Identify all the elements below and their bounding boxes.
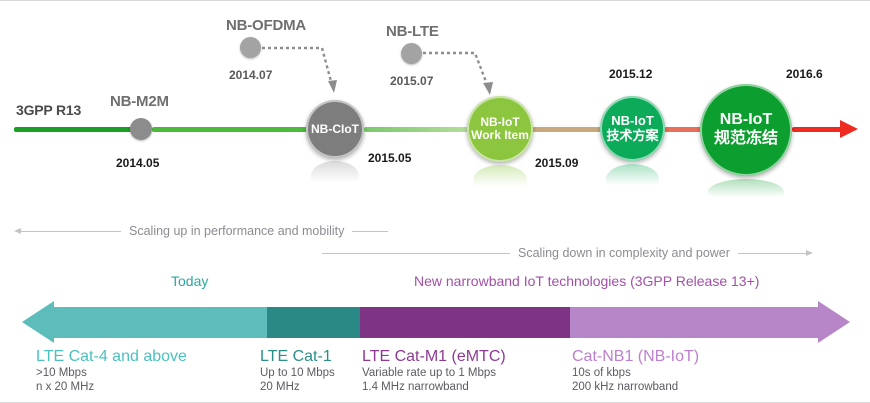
connector-ofdma-to-nbciot-icon: [262, 46, 337, 93]
scaling-up-line-right: [352, 230, 389, 232]
node-label-nb-lte: NB-LTE: [386, 23, 439, 40]
scaling-up-row: Scaling up in performance and mobility: [14, 224, 394, 238]
node-nb-iot-work-item[interactable]: NB-IoT Work Item: [467, 96, 533, 162]
node-spec-frozen-line2: 规范冻结: [713, 130, 778, 147]
timeline-arrowhead-icon: [840, 120, 858, 138]
category-lte-cat4-sub2: n x 20 MHz: [36, 381, 95, 393]
node-label-nb-m2m: NB-M2M: [110, 93, 169, 110]
node-date-nb-lte: 2015.07: [390, 74, 434, 88]
category-lte-cat4-sub1: >10 Mbps: [36, 367, 87, 379]
category-details: LTE Cat-4 and above >10 Mbps n x 20 MHz …: [0, 345, 870, 403]
timeline-line-segment-1: [14, 127, 134, 132]
category-lte-cat4: LTE Cat-4 and above >10 Mbps n x 20 MHz: [36, 347, 187, 394]
node-nb-iot-work-item-line1: NB-IoT: [480, 115, 520, 130]
scaling-up-label: Scaling up in performance and mobility: [129, 224, 345, 238]
category-lte-cat1-title: LTE Cat-1: [260, 348, 332, 365]
node-nb-iot-tech-scheme[interactable]: NB-IoT 技术方案: [600, 96, 665, 161]
scaling-up-arrow-icon: [14, 228, 21, 234]
category-cat-nb1-sub1: 10s of kbps: [572, 367, 631, 379]
header-today: Today: [171, 273, 209, 289]
timeline-line-segment-5: [664, 127, 706, 132]
technology-bar: [0, 301, 870, 343]
bar-right-arrow-icon: [818, 301, 850, 343]
node-date-work-item: 2015.09: [535, 156, 579, 170]
node-tech-scheme-line1: NB-IoT: [611, 113, 654, 129]
node-tech-scheme-reflection: [606, 164, 659, 194]
node-spec-frozen-reflection: [708, 179, 784, 205]
node-date-nb-ofdma: 2014.07: [229, 68, 273, 82]
timeline-line-segment-4: [532, 127, 602, 132]
bar-segment-lte-cat1[interactable]: [267, 307, 360, 338]
timeline-line-segment-3: [364, 127, 470, 132]
node-nb-ciot[interactable]: NB-CIoT: [306, 100, 364, 158]
bar-segment-lte-cat4[interactable]: [54, 307, 267, 338]
scaling-down-line-right: [737, 252, 806, 254]
node-nb-lte[interactable]: [401, 43, 422, 64]
scaling-section: Scaling up in performance and mobility S…: [0, 215, 870, 267]
node-date-nb-m2m: 2014.05: [116, 156, 160, 170]
node-label-nb-ofdma: NB-OFDMA: [226, 17, 307, 34]
bar-left-arrow-icon: [22, 301, 54, 343]
bar-segment-lte-cat-m1[interactable]: [360, 307, 570, 338]
bar-segment-cat-nb1[interactable]: [570, 307, 818, 338]
node-date-nb-ciot: 2015.05: [368, 151, 412, 165]
node-date-tech-scheme: 2015.12: [609, 67, 653, 81]
node-nb-ofdma[interactable]: [240, 37, 261, 58]
category-cat-nb1: Cat-NB1 (NB-IoT) 10s of kbps 200 kHz nar…: [572, 347, 699, 394]
connector-nblte-to-workitem-icon: [423, 51, 493, 95]
node-tech-scheme-line2: 技术方案: [606, 127, 659, 143]
timeline-section: 3GPP R13 NB-M2M 2014.05 NB-OFDMA 2014.07…: [0, 1, 870, 206]
scaling-up-line-left: [21, 230, 121, 232]
node-date-spec-frozen: 2016.6: [786, 67, 823, 81]
category-lte-cat1-sub2: 20 MHz: [260, 381, 300, 393]
node-nb-m2m[interactable]: [130, 118, 152, 140]
node-nb-iot-spec-frozen[interactable]: NB-IoT 规范冻结: [700, 84, 792, 176]
scaling-down-line-left: [322, 252, 510, 254]
timeline-line-segment-2: [152, 127, 307, 132]
category-cat-nb1-sub2: 200 kHz narrowband: [572, 381, 679, 393]
node-nb-ciot-reflection: [311, 161, 359, 191]
node-spec-frozen-line1: NB-IoT: [719, 111, 773, 129]
category-lte-cat-m1-title: LTE Cat-M1 (eMTC): [362, 348, 506, 365]
node-work-item-reflection: [473, 165, 527, 195]
category-lte-cat1: LTE Cat-1 Up to 10 Mbps 20 MHz: [260, 347, 335, 394]
category-lte-cat-m1-sub2: 1.4 MHz narrowband: [362, 381, 469, 393]
scaling-down-row: Scaling down in complexity and power: [322, 246, 856, 260]
category-cat-nb1-title: Cat-NB1 (NB-IoT): [572, 348, 700, 365]
scaling-down-arrow-icon: [805, 250, 813, 256]
category-lte-cat1-sub1: Up to 10 Mbps: [260, 367, 335, 379]
node-nb-iot-work-item-line2: Work Item: [471, 128, 529, 142]
category-lte-cat-m1: LTE Cat-M1 (eMTC) Variable rate up to 1 …: [362, 347, 506, 394]
category-lte-cat-m1-sub1: Variable rate up to 1 Mbps: [362, 367, 497, 379]
category-lte-cat4-title: LTE Cat-4 and above: [36, 348, 187, 365]
header-new-narrowband: New narrowband IoT technologies (3GPP Re…: [414, 273, 760, 289]
timeline-line-segment-6: [792, 127, 844, 132]
scaling-down-label: Scaling down in complexity and power: [518, 246, 730, 260]
category-headers: Today New narrowband IoT technologies (3…: [0, 273, 870, 295]
axis-label-3gpp-r13: 3GPP R13: [16, 102, 82, 118]
